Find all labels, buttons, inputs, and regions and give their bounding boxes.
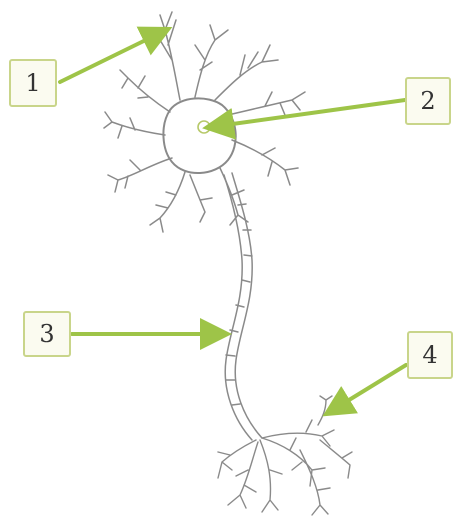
axon (224, 173, 262, 440)
label-box-4: 4 (408, 332, 452, 378)
label-box-3: 3 (24, 312, 70, 356)
axon-terminals (218, 396, 352, 515)
nucleus (198, 121, 210, 133)
arrow-1 (60, 34, 158, 82)
label-box-2: 2 (406, 78, 450, 124)
label-box-1: 1 (10, 60, 56, 106)
arrow-2 (218, 100, 405, 126)
label-4-text: 4 (422, 341, 437, 369)
label-3-text: 3 (39, 320, 54, 348)
cell-body (163, 98, 235, 173)
arrow-4 (336, 365, 406, 408)
label-1-text: 1 (25, 69, 40, 97)
label-2-text: 2 (420, 87, 435, 115)
neuron-drawing (104, 12, 352, 515)
